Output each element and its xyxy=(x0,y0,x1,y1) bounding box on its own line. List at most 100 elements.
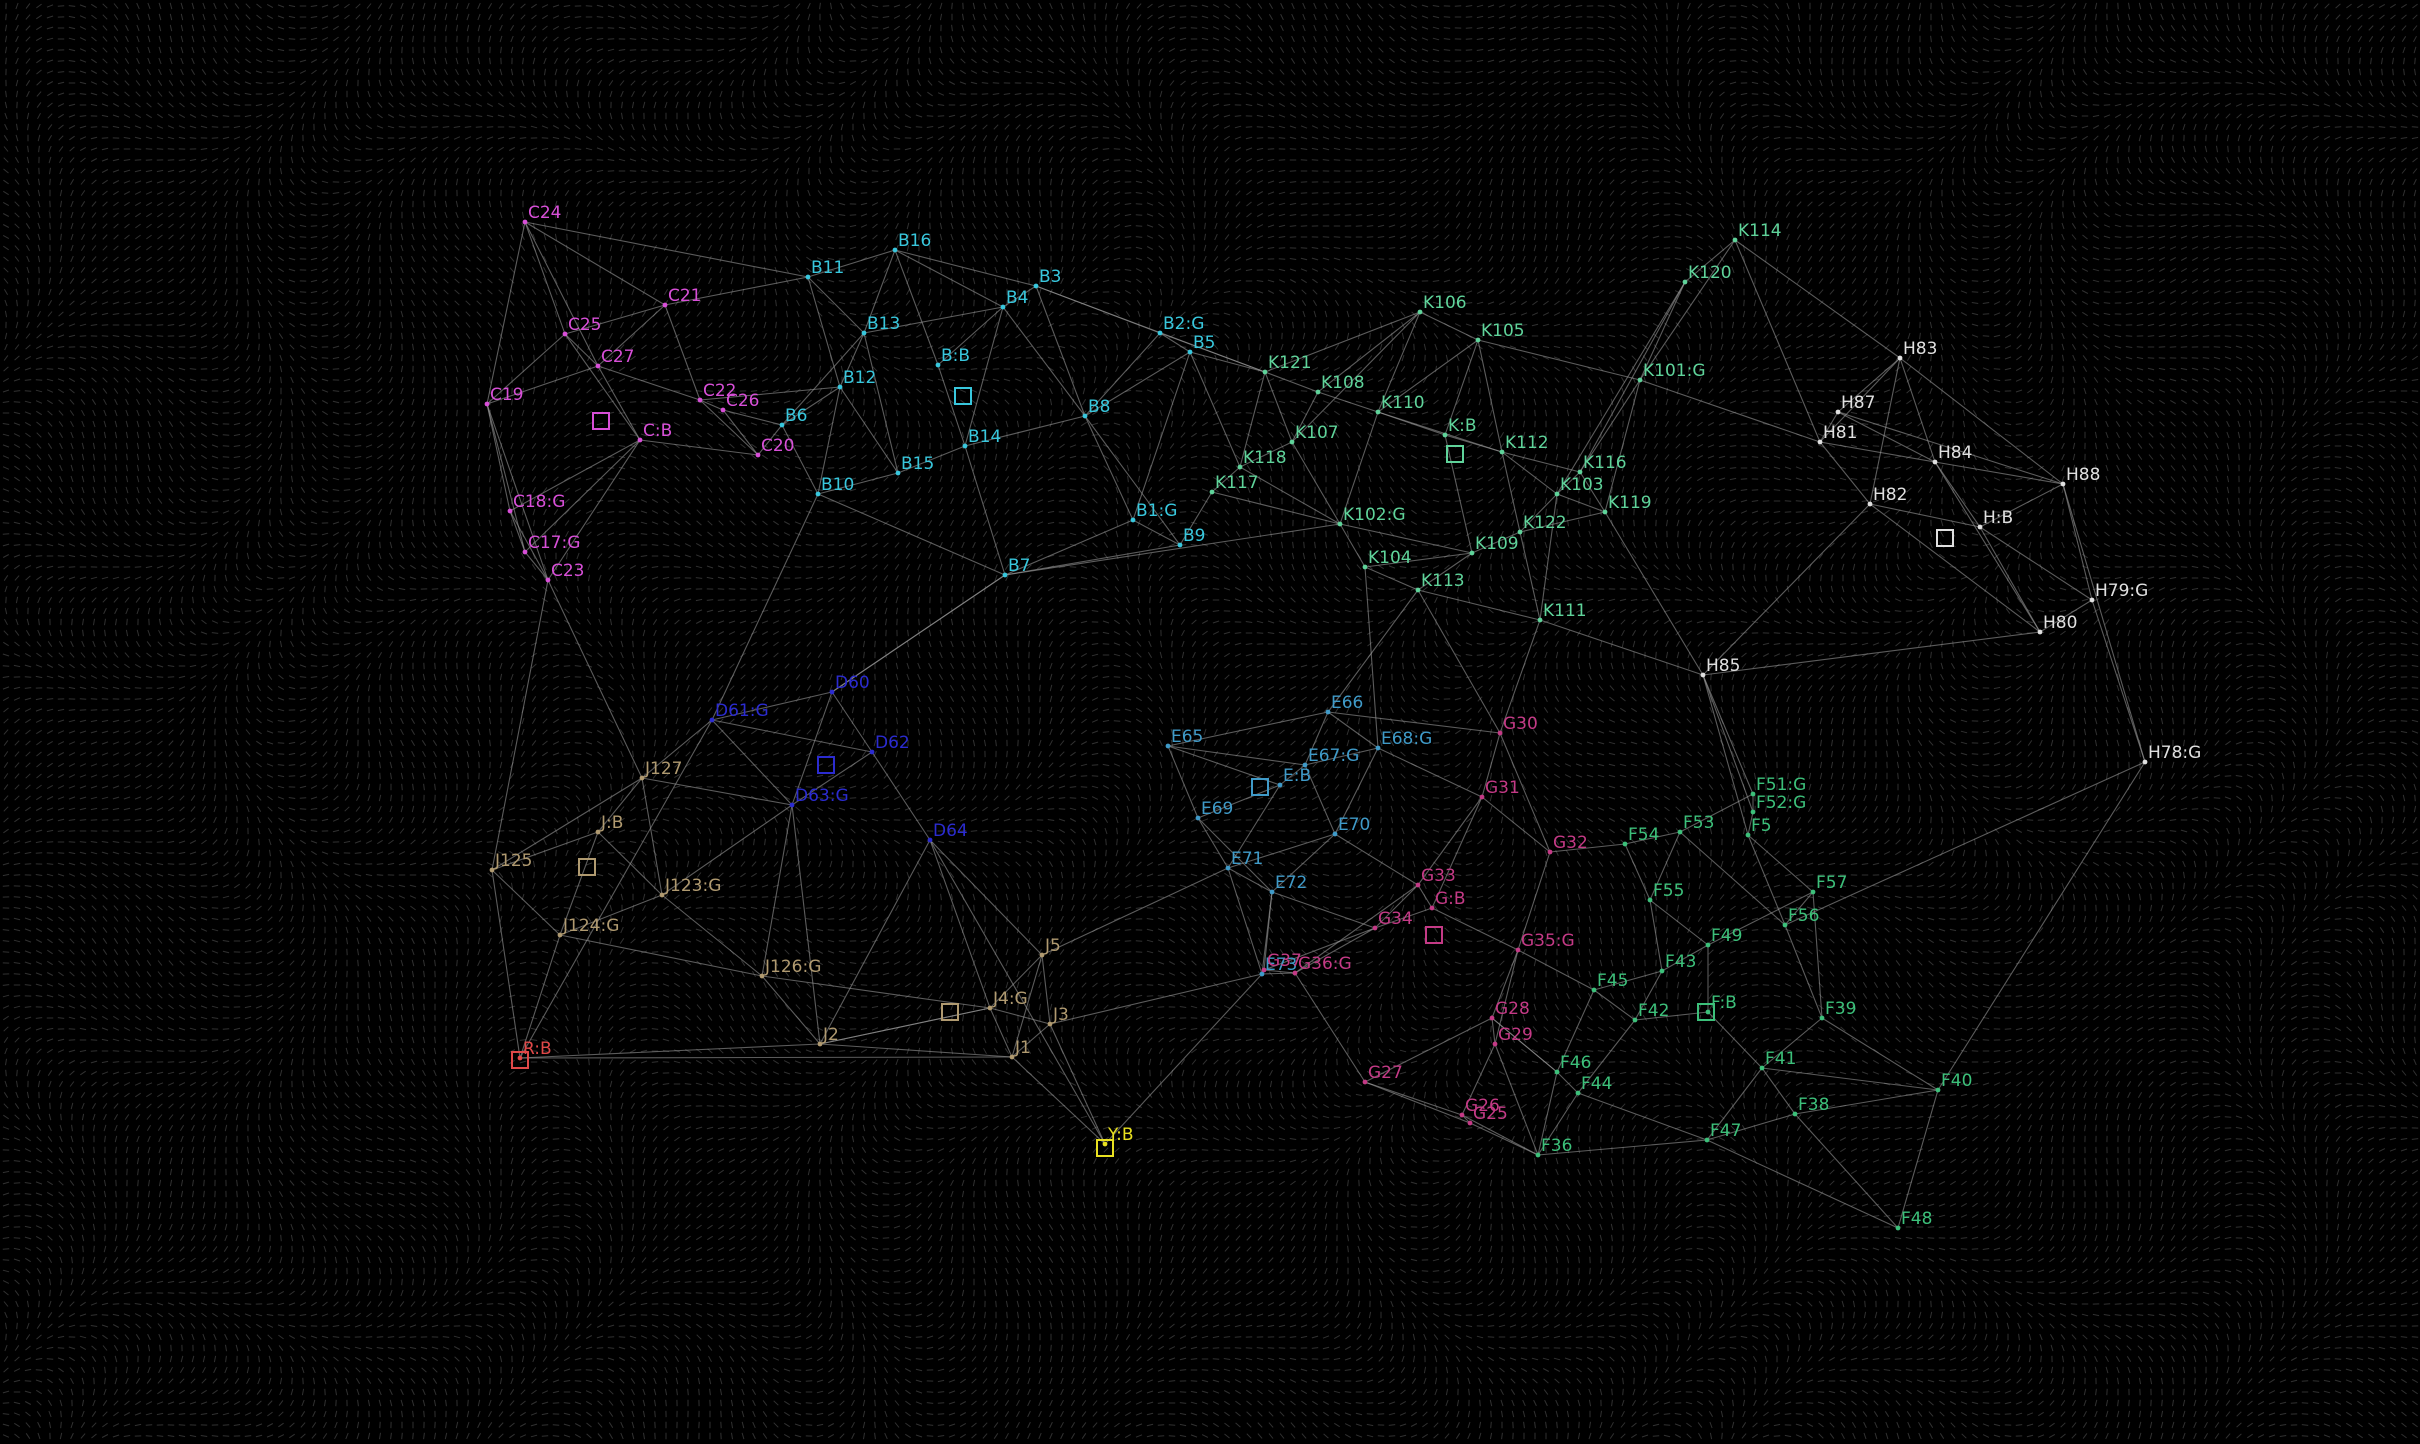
node-rb[interactable]: R:B xyxy=(517,1039,552,1061)
node-g26[interactable]: G26 xyxy=(1459,1096,1500,1118)
node-c22[interactable]: C22 xyxy=(697,381,737,403)
node-j124g[interactable]: J124:G xyxy=(557,916,620,938)
node-c27[interactable]: C27 xyxy=(595,347,635,369)
node-d62[interactable]: D62 xyxy=(869,733,910,755)
group-marker-h[interactable] xyxy=(1936,529,1954,547)
node-h83[interactable]: H83 xyxy=(1897,339,1938,361)
node-b15[interactable]: B15 xyxy=(895,454,935,476)
node-f54[interactable]: F54 xyxy=(1622,825,1660,847)
node-hb[interactable]: H:B xyxy=(1977,508,2014,530)
node-b1g[interactable]: B1:G xyxy=(1130,501,1178,523)
node-eb[interactable]: E:B xyxy=(1277,766,1312,788)
group-marker-f[interactable] xyxy=(1697,1003,1715,1021)
node-b3[interactable]: B3 xyxy=(1033,267,1062,289)
node-b12[interactable]: B12 xyxy=(837,368,877,390)
node-e65[interactable]: E65 xyxy=(1165,727,1204,749)
node-g32[interactable]: G32 xyxy=(1547,833,1588,855)
node-c26[interactable]: C26 xyxy=(720,391,760,413)
node-k121[interactable]: K121 xyxy=(1262,353,1312,375)
node-k107[interactable]: K107 xyxy=(1289,423,1339,445)
node-k113[interactable]: K113 xyxy=(1415,571,1465,593)
node-k118[interactable]: K118 xyxy=(1237,448,1287,470)
node-f48[interactable]: F48 xyxy=(1895,1209,1933,1231)
node-f40[interactable]: F40 xyxy=(1935,1071,1973,1093)
node-e70[interactable]: E70 xyxy=(1332,815,1371,837)
node-c24[interactable]: C24 xyxy=(522,203,562,225)
node-b2g[interactable]: B2:G xyxy=(1157,314,1205,336)
group-marker-b[interactable] xyxy=(954,387,972,405)
node-f39[interactable]: F39 xyxy=(1819,999,1857,1021)
node-j2[interactable]: J2 xyxy=(817,1025,839,1047)
node-h82[interactable]: H82 xyxy=(1867,485,1908,507)
node-f41[interactable]: F41 xyxy=(1759,1049,1797,1071)
node-c21[interactable]: C21 xyxy=(662,286,702,308)
node-g27[interactable]: G27 xyxy=(1362,1063,1403,1085)
node-k119[interactable]: K119 xyxy=(1602,493,1652,515)
node-c25[interactable]: C25 xyxy=(562,315,602,337)
node-d63g[interactable]: D63:G xyxy=(789,786,849,808)
node-f56[interactable]: F56 xyxy=(1782,906,1820,928)
node-h81[interactable]: H81 xyxy=(1817,423,1858,445)
node-k103[interactable]: K103 xyxy=(1554,475,1604,497)
node-f43[interactable]: F43 xyxy=(1659,952,1697,974)
group-marker-k[interactable] xyxy=(1446,445,1464,463)
node-f42[interactable]: F42 xyxy=(1632,1001,1670,1023)
group-marker-j1[interactable] xyxy=(578,858,596,876)
group-marker-d[interactable] xyxy=(817,756,835,774)
node-f45[interactable]: F45 xyxy=(1591,971,1629,993)
node-f5[interactable]: F5 xyxy=(1745,816,1772,838)
node-e69[interactable]: E69 xyxy=(1195,799,1234,821)
node-h88[interactable]: H88 xyxy=(2060,465,2101,487)
node-k109[interactable]: K109 xyxy=(1469,534,1519,556)
node-g30[interactable]: G30 xyxy=(1497,714,1538,736)
node-h79g[interactable]: H79:G xyxy=(2089,581,2149,603)
node-bb[interactable]: B:B xyxy=(935,346,970,368)
node-h85[interactable]: H85 xyxy=(1700,656,1741,678)
node-c23[interactable]: C23 xyxy=(545,561,585,583)
node-j5[interactable]: J5 xyxy=(1039,936,1061,958)
node-b6[interactable]: B6 xyxy=(779,406,808,428)
node-e71[interactable]: E71 xyxy=(1225,849,1264,871)
node-k114[interactable]: K114 xyxy=(1732,221,1782,243)
node-h84[interactable]: H84 xyxy=(1932,443,1973,465)
node-e67g[interactable]: E67:G xyxy=(1302,746,1360,768)
node-k102g[interactable]: K102:G xyxy=(1337,505,1406,527)
node-k117[interactable]: K117 xyxy=(1209,473,1259,495)
node-f55[interactable]: F55 xyxy=(1647,881,1685,903)
node-g33[interactable]: G33 xyxy=(1415,866,1456,888)
node-k104[interactable]: K104 xyxy=(1362,548,1412,570)
node-k106[interactable]: K106 xyxy=(1417,293,1467,315)
node-b16[interactable]: B16 xyxy=(892,231,932,253)
node-f57[interactable]: F57 xyxy=(1810,873,1848,895)
node-f38[interactable]: F38 xyxy=(1792,1095,1830,1117)
group-marker-e[interactable] xyxy=(1251,778,1269,796)
node-h80[interactable]: H80 xyxy=(2037,613,2078,635)
node-b7[interactable]: B7 xyxy=(1002,556,1031,578)
group-marker-r[interactable] xyxy=(511,1051,529,1069)
node-b4[interactable]: B4 xyxy=(1000,288,1029,310)
node-b14[interactable]: B14 xyxy=(962,427,1002,449)
node-f44[interactable]: F44 xyxy=(1575,1074,1613,1096)
node-b5[interactable]: B5 xyxy=(1187,333,1216,355)
node-k122[interactable]: K122 xyxy=(1517,513,1567,535)
node-b8[interactable]: B8 xyxy=(1082,397,1111,419)
node-b13[interactable]: B13 xyxy=(861,314,901,336)
node-j123g[interactable]: J123:G xyxy=(659,876,722,898)
node-f36[interactable]: F36 xyxy=(1535,1136,1573,1158)
node-f46[interactable]: F46 xyxy=(1554,1053,1592,1075)
node-g31[interactable]: G31 xyxy=(1479,778,1520,800)
group-marker-y[interactable] xyxy=(1096,1139,1114,1157)
node-b10[interactable]: B10 xyxy=(815,475,855,497)
node-j1[interactable]: J1 xyxy=(1009,1038,1031,1060)
node-f53[interactable]: F53 xyxy=(1677,813,1715,835)
node-c20[interactable]: C20 xyxy=(755,436,795,458)
node-e72[interactable]: E72 xyxy=(1269,873,1308,895)
node-d64[interactable]: D64 xyxy=(927,821,968,843)
node-f49[interactable]: F49 xyxy=(1705,926,1743,948)
group-marker-j2[interactable] xyxy=(941,1003,959,1021)
node-k105[interactable]: K105 xyxy=(1475,321,1525,343)
node-g34[interactable]: G34 xyxy=(1372,909,1413,931)
node-gb[interactable]: G:B xyxy=(1429,889,1466,911)
node-j3[interactable]: J3 xyxy=(1047,1005,1069,1027)
node-d60[interactable]: D60 xyxy=(829,673,870,695)
